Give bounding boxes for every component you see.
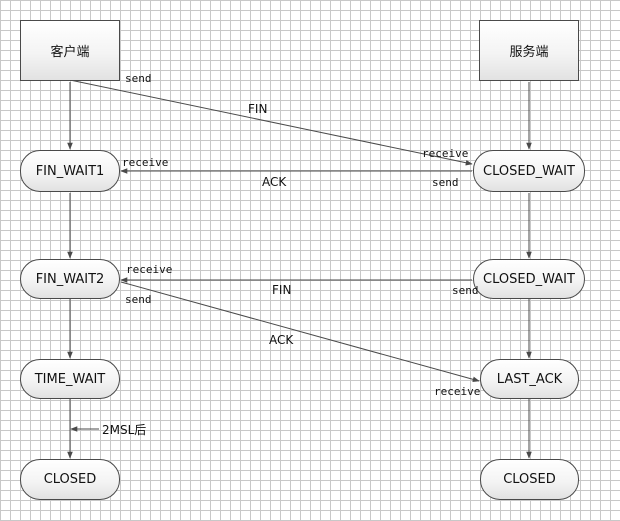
server-state-closed-wait-2: CLOSED_WAIT [473,259,585,299]
fin1-message-arrow [69,79,473,166]
server-actor-label: 服务端 [509,45,549,60]
ack2-message-arrow [120,281,480,383]
wait-2msl-label: 2MSL后 [102,423,147,437]
client-actor-box: 客户端 [20,20,120,81]
server-state-label: CLOSED [503,472,556,487]
client-state-fin-wait1: FIN_WAIT1 [20,150,120,192]
client-actor-label: 客户端 [50,45,90,60]
send-annotation: send [125,72,152,85]
send-annotation: send [432,176,459,189]
receive-annotation: receive [122,156,169,169]
client-state-label: FIN_WAIT2 [35,271,105,287]
server-state-label: CLOSED_WAIT [483,271,575,287]
ack1-message-label: ACK [262,175,287,189]
ack2-message-label: ACK [269,333,294,347]
receive-annotation: receive [422,147,469,160]
client-state-label: CLOSED [43,472,97,487]
receive-annotation: receive [126,263,173,276]
server-state-closed-wait-1: CLOSED_WAIT [473,150,585,192]
fin1-message-label: FIN [248,102,268,116]
client-state-label: FIN_WAIT1 [35,163,105,179]
server-state-last-ack: LAST_ACK [480,359,579,399]
server-state-closed: CLOSED [480,459,579,500]
client-state-time-wait: TIME_WAIT [20,359,120,399]
receive-annotation: receive [434,385,481,398]
server-state-label: LAST_ACK [496,371,563,387]
server-state-label: CLOSED_WAIT [483,163,575,179]
client-state-closed: CLOSED [20,459,120,500]
send-annotation: send [452,284,479,297]
client-state-label: TIME_WAIT [34,371,106,387]
fin2-message-label: FIN [272,283,292,297]
send-annotation: send [125,293,152,306]
client-state-fin-wait2: FIN_WAIT2 [20,259,120,299]
server-actor-box: 服务端 [479,20,579,81]
